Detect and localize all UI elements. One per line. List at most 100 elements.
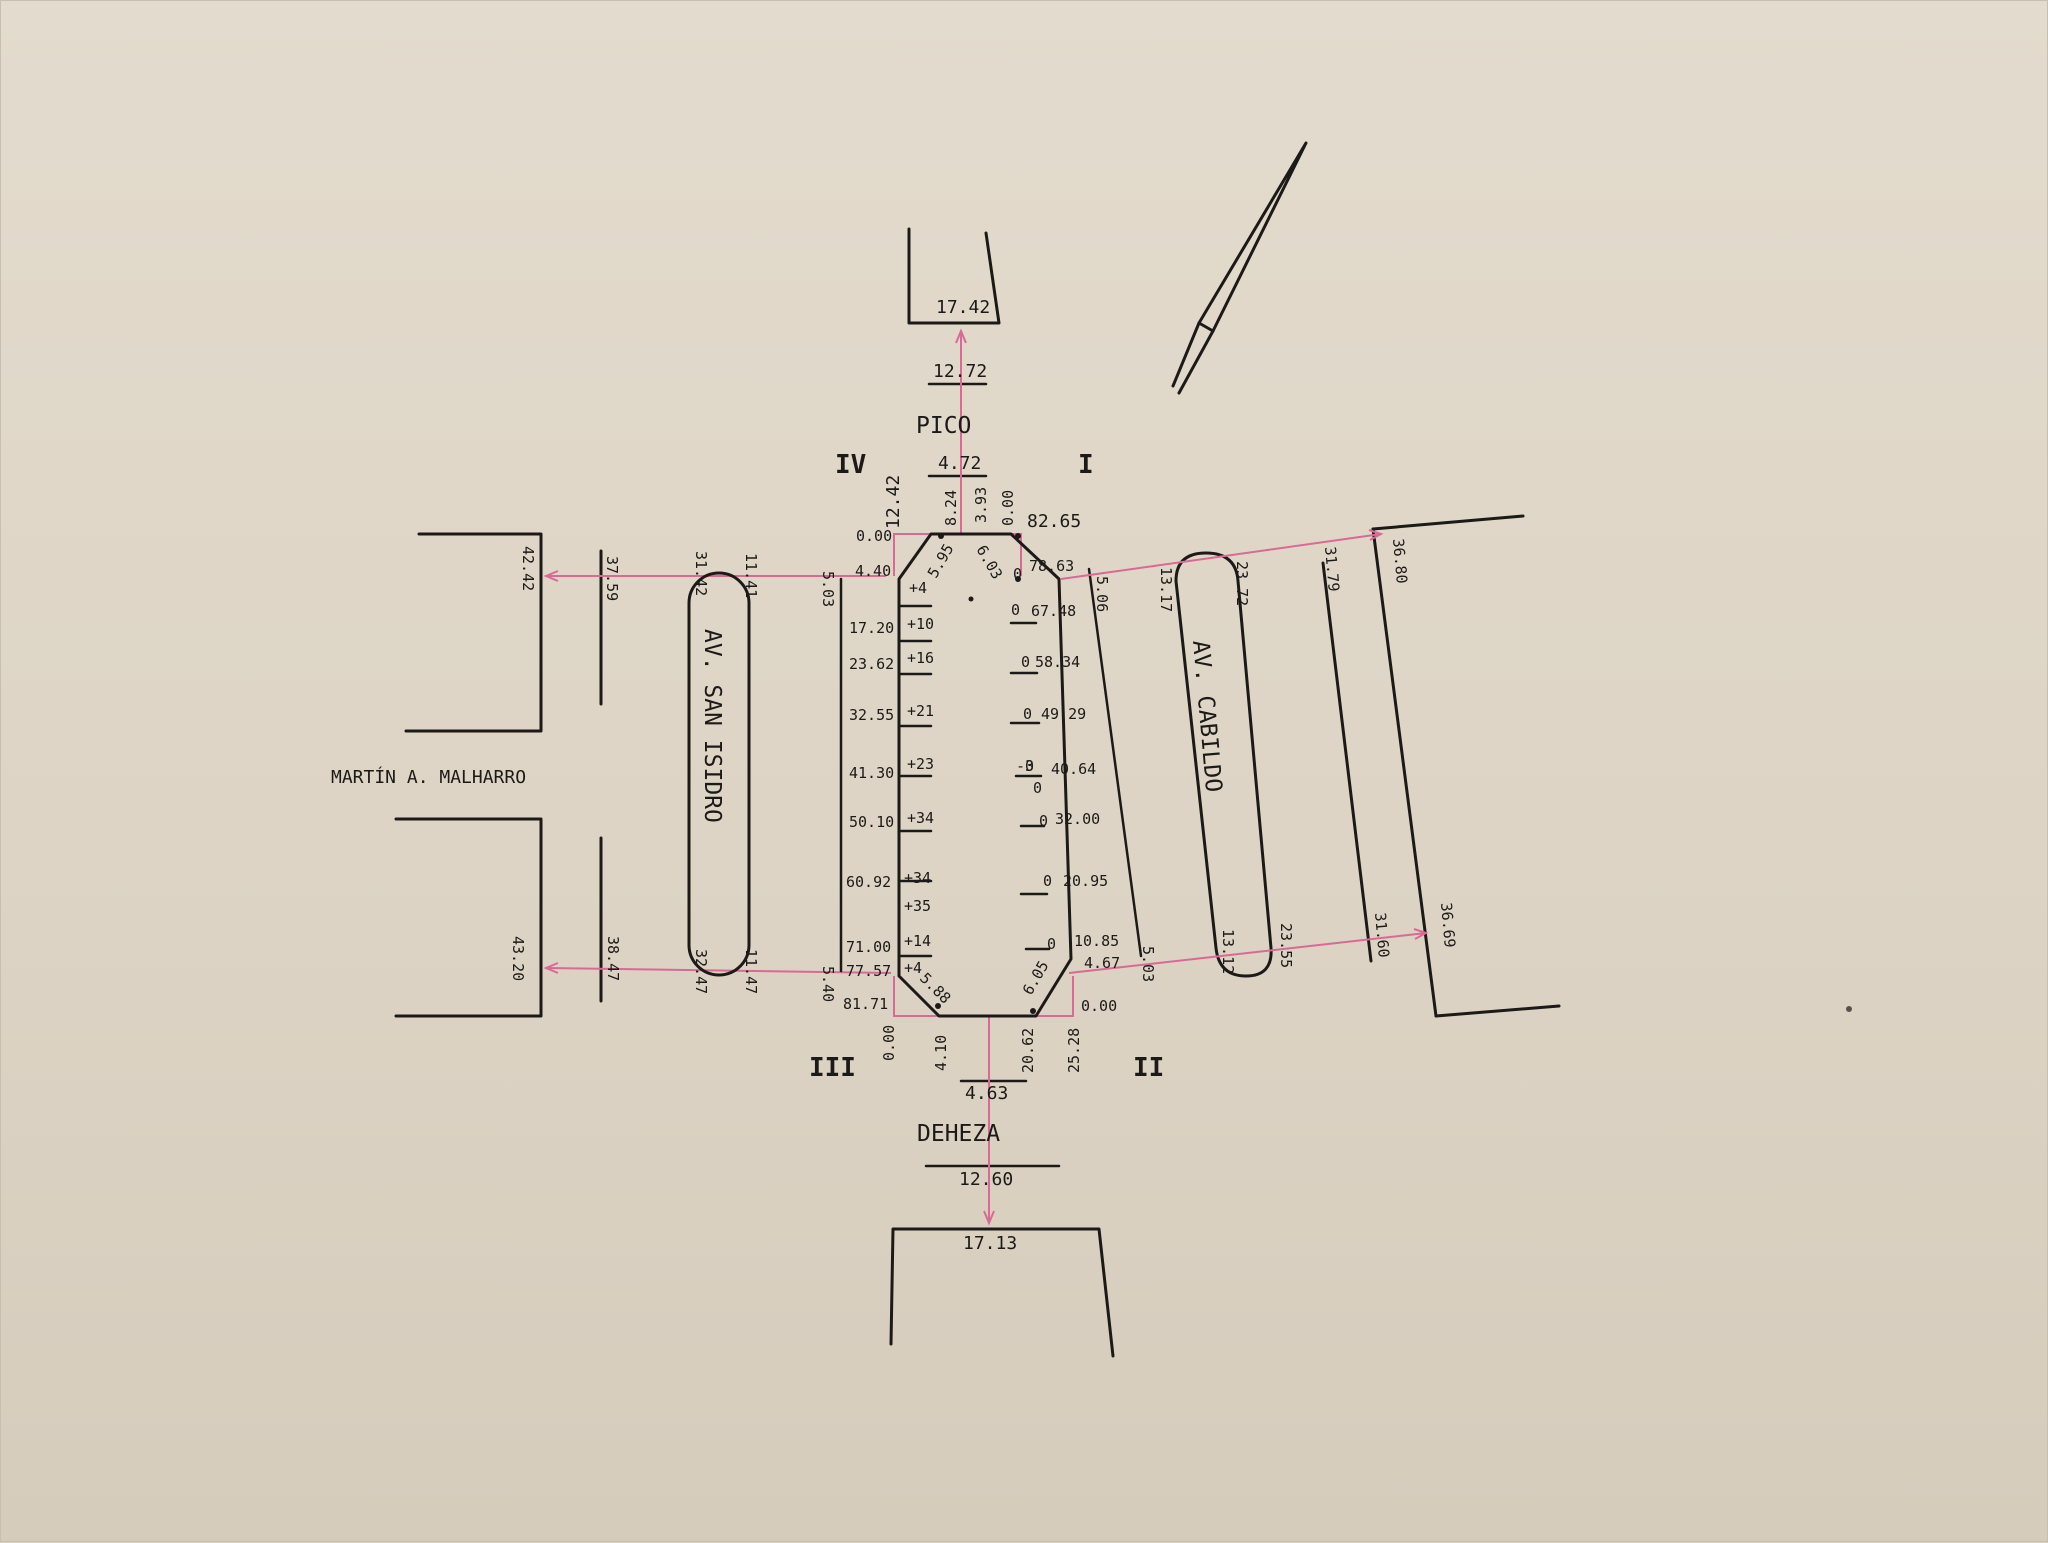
median-san-isidro	[687, 571, 751, 977]
label-north-mid: 12.72	[933, 361, 987, 382]
right-value: 10.85	[1074, 932, 1119, 950]
left-value: 81.71	[843, 995, 888, 1013]
right-offset: -3	[1016, 757, 1034, 775]
north-arrow-icon	[1171, 141, 1308, 395]
right-value: 20.95	[1063, 872, 1108, 890]
street-name-north: PICO	[916, 413, 971, 439]
right-value: 4.67	[1084, 954, 1120, 972]
right-side-offsets: 0 0 0 0 -3 0 0 0 0 0	[1011, 565, 1056, 953]
label-east-median-top-l: 13.17	[1157, 567, 1175, 612]
left-offset: +34	[904, 869, 931, 887]
left-value: 23.62	[849, 655, 894, 673]
right-value: 40.64	[1051, 760, 1096, 778]
left-offset: +23	[907, 755, 934, 773]
left-offset: +21	[907, 702, 934, 720]
street-name-south: DEHEZA	[917, 1121, 1000, 1147]
right-value: 49.29	[1041, 705, 1086, 723]
right-value: 67.48	[1031, 602, 1076, 620]
left-value: 41.30	[849, 764, 894, 782]
label-east-median-bot-r: 23.55	[1277, 923, 1295, 968]
left-value: 50.10	[849, 813, 894, 831]
right-value: 58.34	[1035, 653, 1080, 671]
avenue-name-right: AV. CABILDO	[1187, 639, 1226, 793]
label-e-506: 5.06	[1093, 576, 1111, 612]
left-ticks	[899, 604, 933, 958]
label-west-bot-inner: 38.47	[604, 936, 622, 981]
west-street	[394, 532, 892, 1018]
left-value: 71.00	[846, 938, 891, 956]
label-west-bot-outer: 43.20	[509, 936, 527, 981]
left-value: 17.20	[849, 619, 894, 637]
quadrant-i: I	[1078, 450, 1094, 480]
label-nw-chamfer: 5.95	[924, 541, 958, 581]
quadrant-iii: III	[809, 1053, 856, 1083]
label-s-2062: 20.62	[1019, 1028, 1037, 1073]
east-street	[1060, 514, 1561, 1018]
label-w-540: 5.40	[819, 966, 837, 1002]
left-offset: +4	[909, 579, 927, 597]
quadrant-ii: II	[1133, 1053, 1164, 1083]
right-offset: 0	[1023, 705, 1032, 723]
right-offset: 0	[1013, 565, 1022, 583]
label-n-393: 3.93	[972, 487, 990, 523]
left-offset: +35	[904, 897, 931, 915]
label-west-top-outer: 42.42	[519, 546, 537, 591]
right-offset: 0	[1039, 812, 1048, 830]
right-value: 32.00	[1055, 810, 1100, 828]
label-west-median-bot-l: 32.47	[692, 949, 710, 994]
label-se-zero: 0.00	[1081, 997, 1117, 1015]
label-e-503: 5.03	[1139, 946, 1157, 982]
label-east-median-top-r: 23.72	[1233, 561, 1251, 606]
label-east-outer-bot-1: 31.60	[1371, 912, 1393, 959]
right-value: 82.65	[1027, 511, 1081, 532]
label-south-low: 4.63	[965, 1083, 1008, 1104]
label-east-median-bot-l: 13.12	[1219, 929, 1237, 974]
label-west-median-top-r: 11.41	[742, 553, 760, 598]
quadrant-iv: IV	[835, 450, 866, 480]
left-value: 4.40	[855, 562, 891, 580]
right-value: 78.63	[1029, 557, 1074, 575]
left-value: 60.92	[846, 873, 891, 891]
left-value: 32.55	[849, 706, 894, 724]
left-offset: +16	[907, 649, 934, 667]
right-ticks	[1009, 621, 1051, 951]
right-offset: 0	[1033, 779, 1042, 797]
right-side-values: 82.65 78.63 67.48 58.34 49.29 40.64 32.0…	[1027, 511, 1120, 972]
label-n-824: 8.24	[942, 490, 960, 526]
right-offset: 0	[1011, 601, 1020, 619]
left-side-offsets: +4 +10 +16 +21 +23 +34 +34 +35 +14 +4	[904, 579, 934, 977]
south-street	[889, 1016, 1115, 1358]
left-offset: +14	[904, 932, 931, 950]
left-side-values: 4.40 17.20 23.62 32.55 41.30 50.10 60.92…	[843, 562, 894, 1013]
left-offset: +10	[907, 615, 934, 633]
left-offset: +4	[904, 959, 922, 977]
label-se-chamfer: 6.05	[1019, 958, 1053, 998]
label-north-left: 12.42	[883, 475, 904, 529]
label-s-2528: 25.28	[1065, 1028, 1083, 1073]
label-west-median-bot-r: 11.47	[742, 949, 760, 994]
label-w-503: 5.03	[819, 571, 837, 607]
label-south-mid: 12.60	[959, 1169, 1013, 1190]
label-west-top-inner: 37.59	[603, 556, 621, 601]
label-east-outer-bot-2: 36.69	[1437, 902, 1459, 949]
label-s-410: 4.10	[932, 1035, 950, 1071]
label-ne-zero: 0.00	[999, 490, 1017, 526]
left-value: 77.57	[846, 962, 891, 980]
label-north-top: 17.42	[936, 297, 990, 318]
north-street	[907, 227, 1001, 533]
avenue-name-left: AV. SAN ISIDRO	[699, 629, 725, 823]
label-south-bottom: 17.13	[963, 1233, 1017, 1254]
label-east-outer-top-2: 36.80	[1389, 538, 1411, 585]
street-name-west: MARTÍN A. MALHARRO	[331, 766, 526, 788]
label-sw-zero: 0.00	[880, 1025, 898, 1061]
survey-points	[935, 533, 1852, 1014]
label-ne-chamfer: 6.03	[973, 542, 1007, 582]
right-offset: 0	[1047, 935, 1056, 953]
right-offset: 0	[1021, 653, 1030, 671]
central-island	[839, 532, 1143, 1018]
label-sw-chamfer: 5.88	[916, 969, 954, 1007]
median-cabildo	[1174, 551, 1273, 978]
left-offset: +34	[907, 809, 934, 827]
label-north-low: 4.72	[938, 453, 981, 474]
